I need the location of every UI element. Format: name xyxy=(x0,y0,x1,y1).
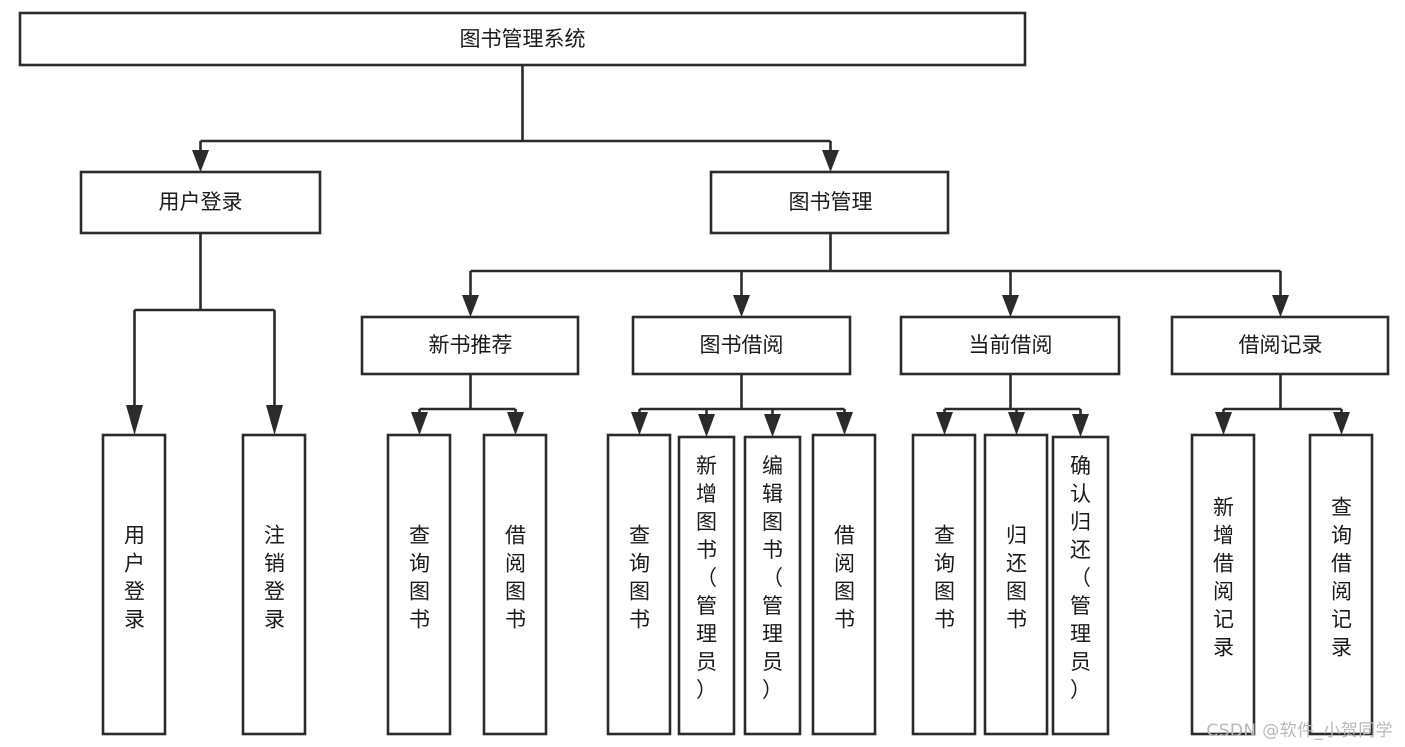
csdn-watermark: CSDN @软件_小贺同学 xyxy=(1206,721,1393,741)
arrowhead-leaf-borrow-book-2 xyxy=(836,412,853,435)
node-current-borrow[interactable]: 当前借阅 xyxy=(899,315,1121,376)
arrowhead-borrow-record xyxy=(1272,295,1289,317)
node-root-box[interactable] xyxy=(18,11,1027,67)
arrowhead-current-borrow xyxy=(1002,295,1019,317)
node-leaf-query-book-1-label: 查询图书 xyxy=(409,524,430,632)
arrowhead-leaf-add-book xyxy=(698,414,715,437)
node-leaf-query-borrow-record-box[interactable] xyxy=(1308,433,1374,736)
node-leaf-query-book-3[interactable]: 查询图书 xyxy=(911,433,977,736)
node-leaf-borrow-book-1-box[interactable] xyxy=(482,433,548,736)
node-leaf-query-book-2-label: 查询图书 xyxy=(629,524,650,632)
node-leaf-edit-book-label: 编辑图书（管理员） xyxy=(762,454,783,702)
node-leaf-borrow-book-1[interactable]: 借阅图书 xyxy=(482,433,548,736)
node-leaf-query-borrow-record[interactable]: 查询借阅记录 xyxy=(1308,433,1374,736)
node-leaf-user-login[interactable]: 用户登录 xyxy=(101,433,167,736)
node-leaf-confirm-return-box[interactable] xyxy=(1051,435,1110,736)
node-leaf-add-borrow-record-box[interactable] xyxy=(1190,433,1256,736)
node-book-management-label: 图书管理 xyxy=(789,190,873,214)
node-leaf-confirm-return[interactable]: 确认归还（管理员） xyxy=(1051,435,1110,736)
arrowhead-leaf-query-book-2 xyxy=(631,412,648,435)
node-current-borrow-box[interactable] xyxy=(899,315,1121,376)
node-user-login-box[interactable] xyxy=(79,170,322,235)
node-root-label: 图书管理系统 xyxy=(460,27,586,51)
arrowhead-leaf-query-borrow-record xyxy=(1333,412,1350,435)
arrowhead-leaf-query-book-3 xyxy=(936,412,953,435)
arrowhead-book-borrow xyxy=(733,295,750,317)
node-leaf-return-book-box[interactable] xyxy=(983,433,1049,736)
node-leaf-query-book-3-box[interactable] xyxy=(911,433,977,736)
arrowhead-leaf-user-login xyxy=(126,405,143,435)
node-leaf-query-book-3-label: 查询图书 xyxy=(934,524,955,632)
node-leaf-logout-label: 注销登录 xyxy=(264,524,285,632)
node-leaf-user-login-box[interactable] xyxy=(101,433,167,736)
node-leaf-add-book-box[interactable] xyxy=(677,435,736,736)
connector-layer xyxy=(126,65,1350,437)
node-leaf-borrow-book-2[interactable]: 借阅图书 xyxy=(811,433,877,736)
node-leaf-edit-book[interactable]: 编辑图书（管理员） xyxy=(743,435,802,736)
node-book-management[interactable]: 图书管理 xyxy=(709,170,950,235)
arrowhead-new-book-recommend xyxy=(462,295,479,317)
node-book-management-box[interactable] xyxy=(709,170,950,235)
node-new-book-recommend-box[interactable] xyxy=(360,315,580,376)
arrowhead-book-management xyxy=(822,150,839,172)
arrowhead-leaf-return-book xyxy=(1008,412,1025,435)
node-leaf-user-login-label: 用户登录 xyxy=(124,524,145,632)
arrowhead-leaf-query-book-1 xyxy=(411,412,428,435)
node-book-borrow-label: 图书借阅 xyxy=(700,333,784,357)
node-leaf-add-book[interactable]: 新增图书（管理员） xyxy=(677,435,736,736)
node-user-login[interactable]: 用户登录 xyxy=(79,170,322,235)
node-leaf-logout[interactable]: 注销登录 xyxy=(241,433,307,736)
node-book-borrow-box[interactable] xyxy=(631,315,852,376)
node-new-book-recommend-label: 新书推荐 xyxy=(429,333,513,357)
node-leaf-confirm-return-label: 确认归还（管理员） xyxy=(1070,454,1091,702)
node-leaf-add-borrow-record-label: 新增借阅记录 xyxy=(1213,496,1234,660)
node-leaf-query-book-2[interactable]: 查询图书 xyxy=(606,433,672,736)
node-leaf-edit-book-box[interactable] xyxy=(743,435,802,736)
arrowhead-leaf-confirm-return xyxy=(1072,414,1089,437)
arrowhead-leaf-borrow-book-1 xyxy=(507,412,524,435)
node-leaf-add-book-label: 新增图书（管理员） xyxy=(696,454,717,702)
node-current-borrow-label: 当前借阅 xyxy=(969,333,1053,357)
node-user-login-label: 用户登录 xyxy=(159,190,243,214)
node-leaf-borrow-book-1-label: 借阅图书 xyxy=(505,524,526,632)
node-borrow-record[interactable]: 借阅记录 xyxy=(1170,315,1390,376)
node-leaf-add-borrow-record[interactable]: 新增借阅记录 xyxy=(1190,433,1256,736)
node-root[interactable]: 图书管理系统 xyxy=(18,11,1027,67)
arrowhead-user-login xyxy=(192,150,209,172)
node-leaf-return-book[interactable]: 归还图书 xyxy=(983,433,1049,736)
node-leaf-return-book-label: 归还图书 xyxy=(1006,524,1027,632)
node-book-borrow[interactable]: 图书借阅 xyxy=(631,315,852,376)
node-leaf-query-book-1[interactable]: 查询图书 xyxy=(386,433,452,736)
arrowhead-leaf-edit-book xyxy=(764,414,781,437)
arrowhead-leaf-add-borrow-record xyxy=(1215,412,1232,435)
leaf-node-layer: 用户登录 注销登录 查询图书 借阅图书 查询图书 新增图书（管理员） xyxy=(101,433,1374,736)
node-leaf-query-book-2-box[interactable] xyxy=(606,433,672,736)
node-leaf-borrow-book-2-box[interactable] xyxy=(811,433,877,736)
node-leaf-borrow-book-2-label: 借阅图书 xyxy=(834,524,855,632)
node-leaf-query-book-1-box[interactable] xyxy=(386,433,452,736)
node-leaf-logout-box[interactable] xyxy=(241,433,307,736)
node-borrow-record-box[interactable] xyxy=(1170,315,1390,376)
node-borrow-record-label: 借阅记录 xyxy=(1239,333,1323,357)
arrowhead-leaf-logout xyxy=(266,405,283,435)
node-new-book-recommend[interactable]: 新书推荐 xyxy=(360,315,580,376)
node-leaf-query-borrow-record-label: 查询借阅记录 xyxy=(1331,496,1352,660)
